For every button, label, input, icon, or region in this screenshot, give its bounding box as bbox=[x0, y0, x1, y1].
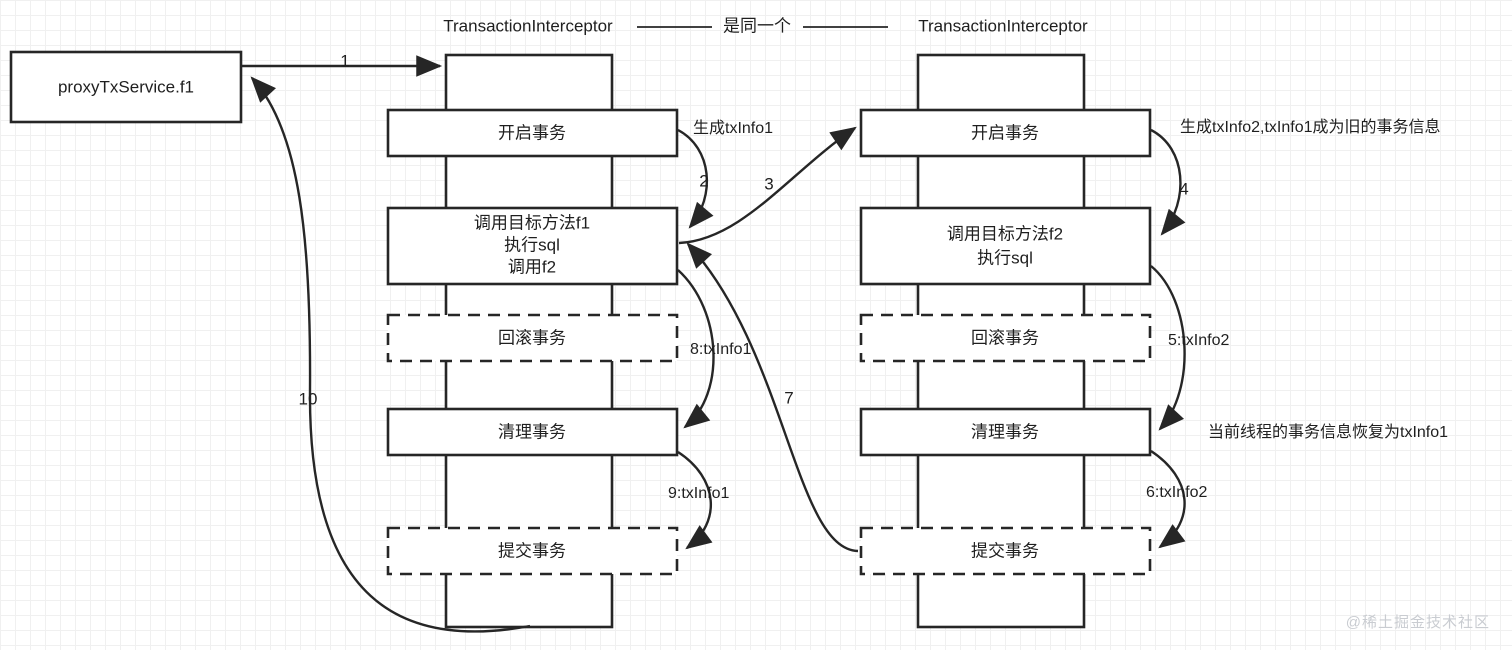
left-step-rollback-transaction-label: 回滚事务 bbox=[498, 328, 566, 347]
left-step-invoke-target-line3: 调用f2 bbox=[508, 257, 556, 276]
left-step-cleanup-transaction[interactable] bbox=[386, 407, 679, 457]
left-step-invoke-target-line1: 调用目标方法f1 bbox=[474, 213, 590, 232]
right-step-rollback-transaction[interactable] bbox=[859, 313, 1152, 363]
edge-9-label-txinfo1: 9:txInfo1 bbox=[668, 485, 729, 502]
right-step-cleanup-transaction[interactable] bbox=[859, 407, 1152, 457]
restore-transaction-note: 当前线程的事务信息恢复为txInfo1 bbox=[1208, 423, 1448, 441]
edge-2-seq-label: 2 bbox=[699, 171, 708, 190]
right-step-invoke-target[interactable] bbox=[859, 206, 1152, 286]
left-interceptor-title: TransactionInterceptor bbox=[443, 16, 613, 35]
edge-5-path bbox=[1150, 265, 1186, 431]
edge-9-path bbox=[677, 450, 713, 550]
watermark: @稀土掘金技术社区 bbox=[1345, 614, 1490, 631]
edge-8-label-txinfo1: 8:txInfo1 bbox=[690, 341, 751, 358]
right-step-open-transaction[interactable] bbox=[859, 108, 1152, 158]
edge-3-seq-label: 3 bbox=[764, 174, 773, 193]
right-step-cleanup-transaction-label: 清理事务 bbox=[971, 422, 1039, 441]
caller-box-label: proxyTxService.f1 bbox=[58, 77, 194, 96]
right-step-commit-transaction-label: 提交事务 bbox=[971, 541, 1039, 560]
left-step-invoke-target[interactable] bbox=[386, 206, 679, 286]
right-step-rollback-transaction-label: 回滚事务 bbox=[971, 328, 1039, 347]
right-step-invoke-target-line1: 调用目标方法f2 bbox=[947, 224, 1063, 243]
edge-1-label: 1 bbox=[340, 51, 349, 70]
edge-10-seq-label: 10 bbox=[299, 389, 318, 408]
right-step-invoke-target-line2: 执行sql bbox=[977, 248, 1033, 267]
edge-4-seq-label: 4 bbox=[1179, 179, 1188, 198]
edge-4-note-generate-txinfo2: 生成txInfo2,txInfo1成为旧的事务信息 bbox=[1180, 118, 1441, 136]
left-step-commit-transaction-label: 提交事务 bbox=[498, 541, 566, 560]
right-step-open-transaction-label: 开启事务 bbox=[971, 123, 1039, 142]
left-step-commit-transaction[interactable] bbox=[386, 526, 679, 576]
right-interceptor-title: TransactionInterceptor bbox=[918, 16, 1088, 35]
edge-2-path bbox=[677, 128, 714, 229]
title-connector-label: 是同一个 bbox=[723, 16, 791, 35]
left-step-cleanup-transaction-label: 清理事务 bbox=[498, 422, 566, 441]
edge-10-path bbox=[250, 76, 531, 633]
edge-7-path bbox=[686, 242, 859, 553]
edge-6-path bbox=[1150, 449, 1186, 549]
edge-2-note-generate-txinfo1: 生成txInfo1 bbox=[693, 119, 773, 137]
right-step-commit-transaction[interactable] bbox=[859, 526, 1152, 576]
caller-box[interactable] bbox=[9, 50, 243, 124]
left-step-open-transaction[interactable] bbox=[386, 108, 679, 158]
left-step-open-transaction-label: 开启事务 bbox=[498, 123, 566, 142]
edge-8-path bbox=[677, 269, 715, 429]
edge-7-seq-label: 7 bbox=[784, 388, 793, 407]
left-step-invoke-target-line2: 执行sql bbox=[504, 235, 560, 254]
edge-6-label-txinfo2: 6:txInfo2 bbox=[1146, 484, 1207, 501]
left-step-rollback-transaction[interactable] bbox=[386, 313, 679, 363]
edge-3-path bbox=[678, 126, 857, 245]
edge-5-label-txinfo2: 5:txInfo2 bbox=[1168, 332, 1229, 349]
edge-4-path bbox=[1150, 128, 1186, 236]
